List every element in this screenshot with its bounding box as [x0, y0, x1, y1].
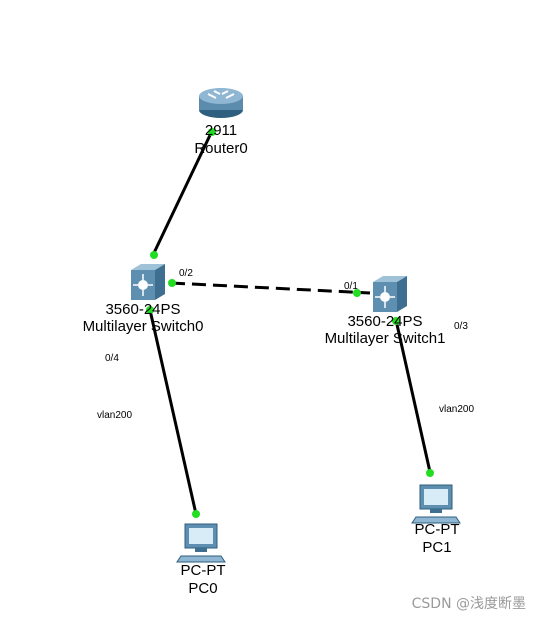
link-router0-switch0[interactable] — [151, 130, 214, 256]
port-label-switch0-pc: 0/4 — [105, 353, 119, 364]
link-switch0-switch1[interactable] — [170, 281, 371, 295]
link-switch1-pc1[interactable] — [394, 319, 432, 473]
port-status-dot — [426, 469, 434, 477]
link-switch0-pc0[interactable] — [148, 309, 198, 515]
pc-icon[interactable] — [411, 484, 461, 524]
port-status-dot — [192, 510, 200, 518]
port-status-dot — [208, 128, 216, 136]
pc0-model-label: PC-PT — [180, 562, 226, 579]
port-status-dot — [392, 317, 400, 325]
port-label-switch1-uplink: 0/1 — [344, 281, 358, 292]
switch1-model-label: 3560-24PS — [347, 313, 423, 330]
multilayer-switch-icon[interactable] — [131, 264, 165, 300]
switch1-name-label: Multilayer Switch1 — [324, 330, 446, 347]
pc1-name-label: PC1 — [422, 539, 452, 556]
switch0-model-label: 3560-24PS — [105, 301, 181, 318]
pc1-model-label: PC-PT — [414, 521, 460, 538]
vlan-label-pc0: vlan200 — [97, 410, 133, 421]
watermark: CSDN @浅度断墨 — [411, 596, 526, 612]
port-status-dot — [150, 251, 158, 259]
port-label-switch1-pc: 0/3 — [454, 321, 468, 332]
router-icon[interactable] — [199, 88, 243, 118]
port-status-dot — [146, 306, 154, 314]
port-status-dot — [168, 279, 176, 287]
vlan-label-pc1: vlan200 — [439, 404, 475, 415]
pc-icon[interactable] — [176, 523, 226, 563]
multilayer-switch-icon[interactable] — [373, 276, 407, 312]
switch0-name-label: Multilayer Switch0 — [82, 318, 204, 335]
router0-model-label: 2911 — [204, 122, 238, 139]
router0-name-label: Router0 — [194, 140, 248, 157]
pc0-name-label: PC0 — [188, 580, 218, 597]
port-status-dot — [353, 289, 361, 297]
port-label-switch0-uplink: 0/2 — [179, 268, 193, 279]
